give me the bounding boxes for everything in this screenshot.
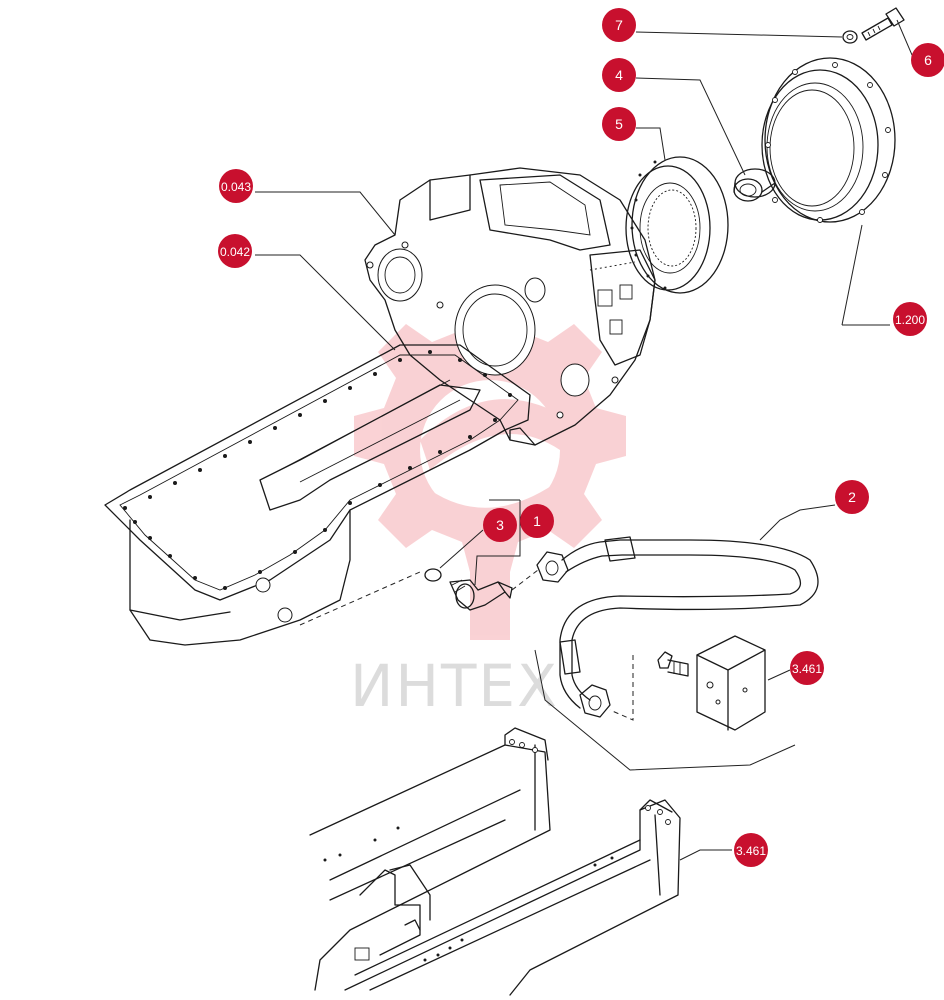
toothed-seal-ring xyxy=(625,156,729,294)
oil-pipe xyxy=(559,536,819,709)
svg-text:0.042: 0.042 xyxy=(220,245,250,259)
chassis-frame xyxy=(309,727,681,996)
assembly-line-pan xyxy=(299,571,421,626)
svg-text:3.461: 3.461 xyxy=(792,662,822,676)
oil-pan xyxy=(104,344,531,646)
callout-6[interactable]: 6 xyxy=(911,43,944,77)
callout-3[interactable]: 3 xyxy=(483,508,517,542)
svg-text:5: 5 xyxy=(615,116,623,132)
bolt xyxy=(861,7,905,41)
callout-1[interactable]: 1 xyxy=(520,504,554,538)
svg-text:3: 3 xyxy=(496,517,504,533)
svg-text:3.461: 3.461 xyxy=(736,844,766,858)
leader-lines xyxy=(255,19,926,861)
o-ring xyxy=(424,568,442,582)
cover-flange xyxy=(761,57,896,223)
ref-label-1200[interactable]: 1.200 xyxy=(893,302,927,336)
pipe-nut-upper xyxy=(536,551,569,583)
ref-label-0043[interactable]: 0.043 xyxy=(219,169,253,203)
assembly-line-elbow xyxy=(511,569,539,591)
callout-4[interactable]: 4 xyxy=(602,58,636,92)
mounting-block xyxy=(696,635,766,731)
bushing xyxy=(733,168,776,202)
ref-label-0042[interactable]: 0.042 xyxy=(218,234,252,268)
adapter-fitting xyxy=(657,651,689,677)
assembly-line-block xyxy=(609,655,634,721)
washer xyxy=(842,30,858,44)
svg-text:1.200: 1.200 xyxy=(895,313,925,327)
watermark-text: ИНТЕХ xyxy=(350,652,559,720)
svg-text:2: 2 xyxy=(848,489,856,505)
break-line xyxy=(534,649,796,771)
svg-text:6: 6 xyxy=(924,52,932,68)
ref-label-3461-a[interactable]: 3.461 xyxy=(790,651,824,685)
pipe-nut-lower xyxy=(579,684,611,718)
svg-text:0.043: 0.043 xyxy=(221,180,251,194)
svg-text:4: 4 xyxy=(615,67,623,83)
callout-7[interactable]: 7 xyxy=(602,8,636,42)
svg-text:1: 1 xyxy=(533,513,541,529)
svg-text:7: 7 xyxy=(615,17,623,33)
callout-5[interactable]: 5 xyxy=(602,107,636,141)
ref-label-3461-b[interactable]: 3.461 xyxy=(734,833,768,867)
callout-2[interactable]: 2 xyxy=(835,480,869,514)
elbow-fitting xyxy=(449,579,513,611)
flywheel-housing xyxy=(364,167,656,446)
